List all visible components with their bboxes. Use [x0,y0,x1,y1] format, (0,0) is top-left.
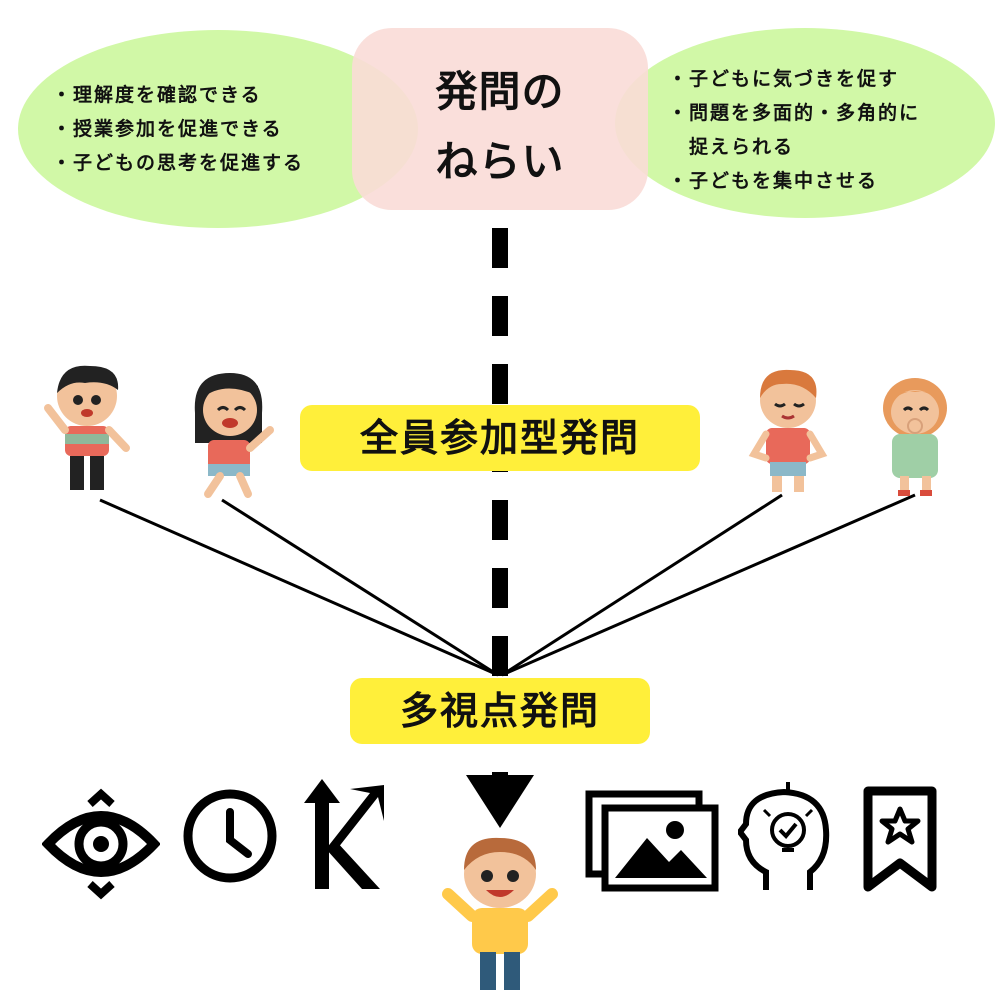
connector-line [502,495,915,675]
multi-perspective-label: 多視点発問 [350,678,650,744]
child-boy-cheering-illustration [438,830,562,996]
all-participation-label: 全員参加型発問 [300,405,700,471]
child-boy-waving-illustration [40,358,135,498]
image-gallery-icon [585,790,720,892]
child-girl-giggling-illustration [870,370,960,498]
connector-line [222,500,498,675]
connector-line [100,500,498,675]
connector-line [502,495,782,675]
head-lightbulb-icon [738,780,833,898]
clock-icon [180,786,280,886]
growth-arrow-icon [300,775,388,893]
arrow-head [466,775,534,828]
bookmark-star-icon [860,785,940,895]
child-girl-laughing-illustration [180,368,280,500]
child-boy-proud-illustration [742,362,832,497]
eye-icon [42,788,160,900]
